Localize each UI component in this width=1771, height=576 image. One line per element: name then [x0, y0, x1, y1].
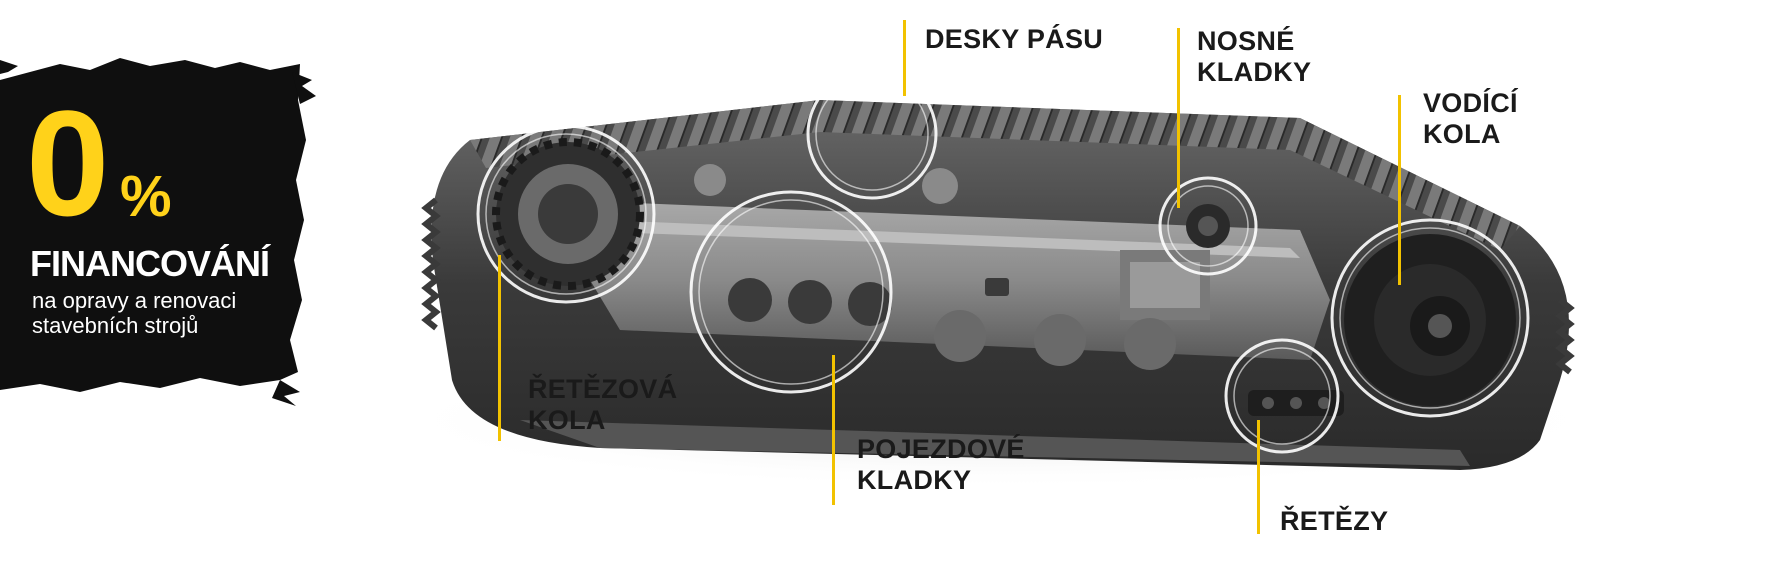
callout-circles — [476, 68, 1530, 454]
leader-chains — [1257, 420, 1260, 534]
promo-percent: % — [120, 164, 172, 229]
idler — [1344, 234, 1516, 406]
label-carrier-rollers: NOSNÉ KLADKY — [1197, 26, 1312, 87]
label-sprockets: ŘETĚZOVÁ KOLA — [528, 374, 678, 435]
label-track-shoes: DESKY PÁSU — [925, 24, 1104, 54]
promo-line-2: stavebních strojů — [32, 313, 199, 338]
leader-track-rollers — [832, 355, 835, 505]
promo-zero: 0 — [26, 79, 109, 247]
leader-track-shoes — [903, 20, 906, 96]
track-frame — [560, 164, 1330, 370]
circle-sprocket — [476, 124, 656, 304]
sprocket — [492, 138, 644, 290]
label-track-rollers: POJEZDOVÉ KLADKY — [857, 434, 1025, 495]
leader-carrier-rollers — [1177, 28, 1180, 208]
chain-links — [1248, 390, 1344, 416]
promo-line-1: na opravy a renovaci — [32, 288, 237, 313]
circle-carrier-rollers — [1158, 176, 1258, 276]
circle-chains — [1224, 338, 1340, 454]
promo-headline: FINANCOVÁNÍ — [30, 243, 270, 284]
leader-sprockets — [498, 255, 501, 441]
promo-panel — [0, 58, 316, 406]
label-chains: ŘETĚZY — [1280, 506, 1389, 536]
label-idlers: VODÍCÍ KOLA — [1423, 88, 1518, 149]
leader-idlers — [1398, 95, 1401, 285]
circle-track-rollers — [689, 190, 893, 394]
promo-subtext: na opravy a renovaci stavebních strojů — [32, 288, 236, 338]
circle-track-shoes — [806, 68, 938, 200]
circle-idler — [1330, 218, 1530, 418]
